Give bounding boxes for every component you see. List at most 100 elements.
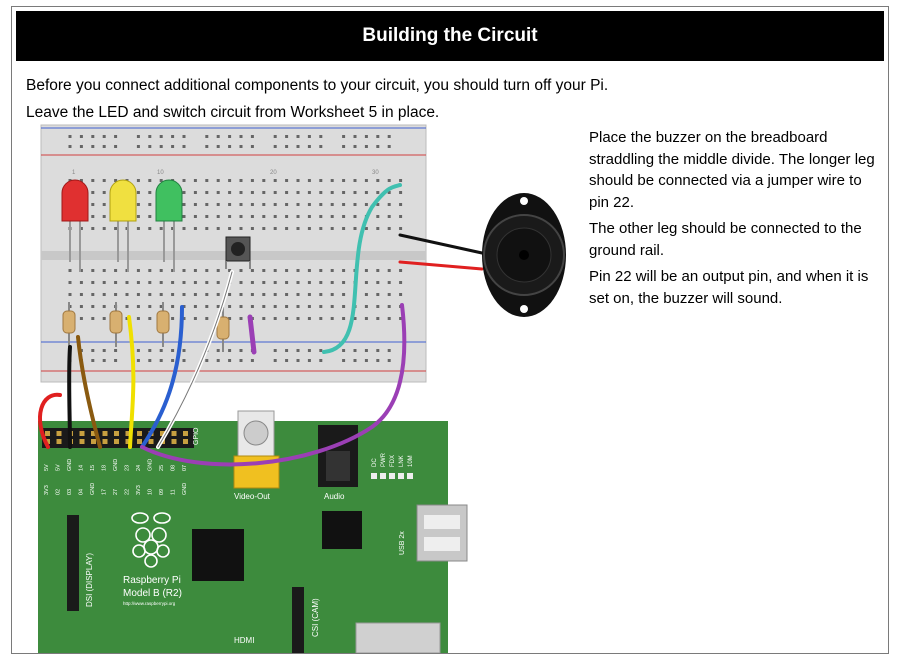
grid-hole bbox=[228, 227, 232, 230]
grid-hole bbox=[193, 191, 197, 194]
grid-hole bbox=[353, 227, 357, 230]
grid-hole bbox=[216, 179, 220, 182]
rail-hole bbox=[148, 145, 152, 148]
grid-hole bbox=[205, 203, 209, 206]
grid-hole bbox=[399, 191, 403, 194]
grid-hole bbox=[148, 305, 152, 308]
grid-hole bbox=[273, 179, 277, 182]
page-title: Building the Circuit bbox=[16, 11, 884, 61]
gpio-pin bbox=[102, 439, 108, 444]
csi-label: CSI (CAM) bbox=[311, 598, 320, 637]
grid-hole bbox=[319, 293, 323, 296]
model-line-2: Model B (R2) bbox=[123, 588, 182, 599]
grid-hole bbox=[193, 305, 197, 308]
grid-hole bbox=[125, 317, 129, 320]
rail-hole bbox=[182, 145, 186, 148]
grid-hole bbox=[285, 203, 289, 206]
gpio-pin bbox=[79, 431, 85, 436]
grid-hole bbox=[376, 215, 380, 218]
grid-hole bbox=[205, 317, 209, 320]
grid-hole bbox=[364, 203, 368, 206]
gpio-pin bbox=[56, 439, 62, 444]
grid-hole bbox=[136, 227, 140, 230]
pin-label: GND bbox=[90, 483, 96, 495]
grid-hole bbox=[91, 305, 95, 308]
grid-hole bbox=[114, 281, 118, 284]
grid-hole bbox=[250, 191, 254, 194]
intro-line-2: Leave the LED and switch circuit from Wo… bbox=[26, 104, 440, 121]
grid-hole bbox=[342, 191, 346, 194]
rail-hole bbox=[114, 349, 118, 352]
grid-hole bbox=[273, 305, 277, 308]
buzzer-black-lead bbox=[398, 233, 484, 255]
grid-hole bbox=[171, 281, 175, 284]
grid-hole bbox=[250, 305, 254, 308]
gpio-pins bbox=[45, 431, 188, 444]
col-number-20: 20 bbox=[270, 170, 277, 176]
soc-chip bbox=[192, 529, 244, 581]
grid-hole bbox=[387, 215, 391, 218]
grid-hole bbox=[159, 281, 163, 284]
grid-hole bbox=[159, 293, 163, 296]
rail-hole bbox=[136, 145, 140, 148]
grid-hole bbox=[262, 317, 266, 320]
rail-hole bbox=[68, 145, 72, 148]
grid-hole bbox=[353, 179, 357, 182]
grid-hole bbox=[353, 191, 357, 194]
rail-hole bbox=[182, 135, 186, 138]
grid-hole bbox=[79, 281, 83, 284]
rail-hole bbox=[114, 145, 118, 148]
grid-hole bbox=[148, 203, 152, 206]
rail-hole bbox=[364, 359, 368, 362]
rail-hole bbox=[285, 135, 289, 138]
grid-hole bbox=[376, 203, 380, 206]
status-led-label: PWR bbox=[381, 452, 387, 467]
grid-hole bbox=[319, 203, 323, 206]
pin-label: 25 bbox=[159, 465, 165, 471]
rail-hole bbox=[136, 135, 140, 138]
grid-hole bbox=[307, 227, 311, 230]
grid-hole bbox=[285, 317, 289, 320]
grid-hole bbox=[376, 269, 380, 272]
grid-hole bbox=[307, 281, 311, 284]
rail-hole bbox=[319, 349, 323, 352]
rail-hole bbox=[114, 359, 118, 362]
grid-hole bbox=[91, 281, 95, 284]
grid-hole bbox=[376, 293, 380, 296]
grid-hole bbox=[91, 215, 95, 218]
rail-hole bbox=[159, 135, 163, 138]
grid-hole bbox=[216, 293, 220, 296]
buzzer-icon bbox=[482, 193, 566, 317]
grid-hole bbox=[296, 293, 300, 296]
status-led-label: 10M bbox=[408, 455, 414, 467]
rail-hole bbox=[216, 349, 220, 352]
grid-hole bbox=[239, 305, 243, 308]
grid-hole bbox=[285, 227, 289, 230]
grid-hole bbox=[182, 203, 186, 206]
rail-hole bbox=[228, 135, 232, 138]
grid-hole bbox=[250, 203, 254, 206]
grid-hole bbox=[250, 269, 254, 272]
grid-hole bbox=[114, 293, 118, 296]
grid-hole bbox=[91, 191, 95, 194]
grid-hole bbox=[364, 269, 368, 272]
grid-hole bbox=[171, 293, 175, 296]
grid-hole bbox=[102, 215, 106, 218]
pin-label: 17 bbox=[102, 489, 108, 495]
grid-hole bbox=[285, 293, 289, 296]
black-wire bbox=[67, 345, 72, 449]
grid-hole bbox=[307, 203, 311, 206]
rail-hole bbox=[250, 359, 254, 362]
csi-connector bbox=[292, 587, 304, 653]
grid-hole bbox=[342, 281, 346, 284]
pin-label: 14 bbox=[79, 465, 85, 471]
grid-hole bbox=[182, 293, 186, 296]
grid-hole bbox=[205, 191, 209, 194]
gpio-pin bbox=[137, 431, 142, 436]
rail-hole bbox=[159, 349, 163, 352]
usb-port bbox=[416, 504, 468, 562]
resistor-bodies bbox=[62, 310, 230, 340]
grid-hole bbox=[125, 293, 129, 296]
dsi-label: DSI (DISPLAY) bbox=[85, 553, 94, 607]
